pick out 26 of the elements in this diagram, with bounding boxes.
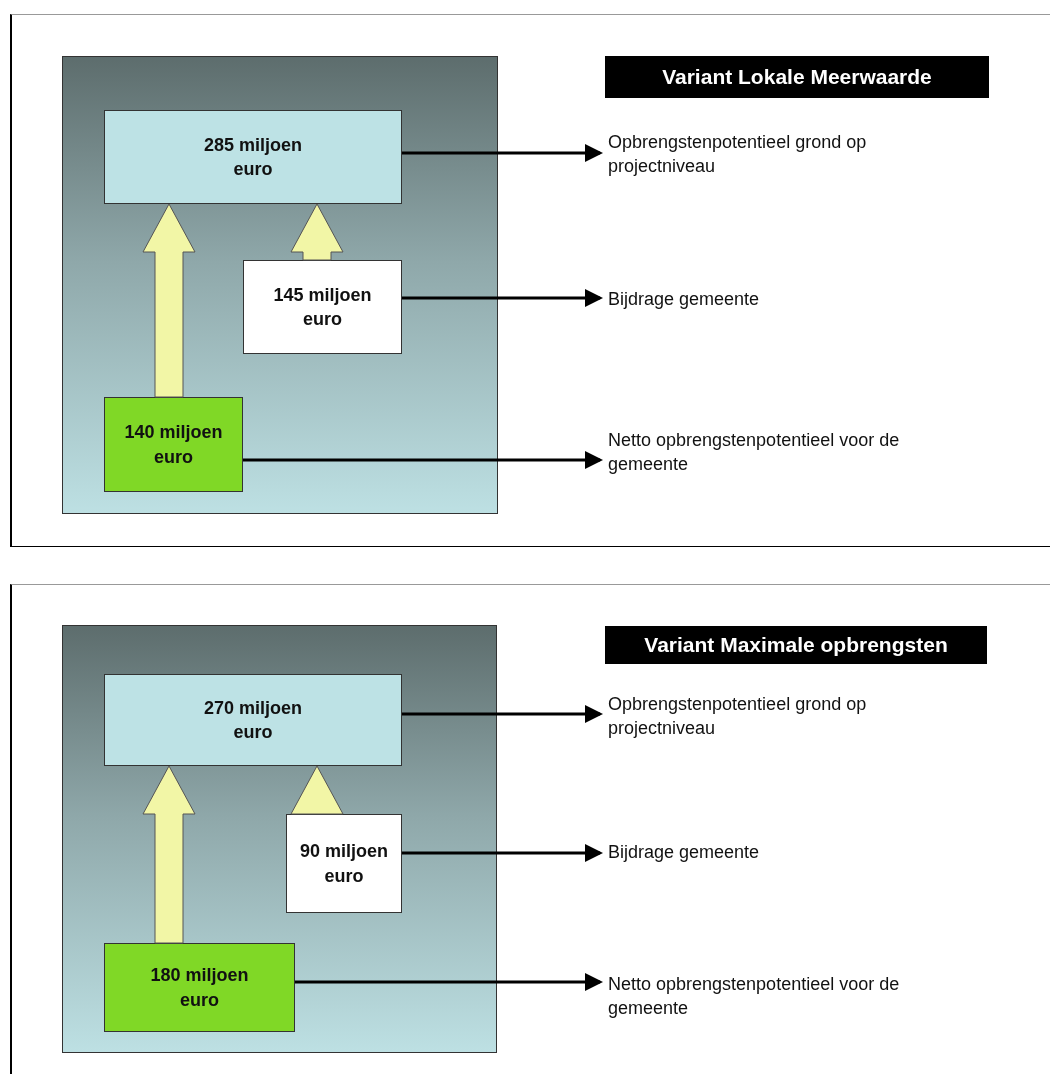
description-text: Opbrengstenpotentieel grond op projectniveau (608, 692, 868, 740)
value-box: 285 miljoen euro (104, 110, 402, 204)
value-box: 180 miljoen euro (104, 943, 295, 1032)
heading-bar: Variant Lokale Meerwaarde (605, 56, 989, 98)
arrow (402, 844, 603, 862)
value-box: 90 miljoen euro (286, 814, 402, 913)
value-box: 145 miljoen euro (243, 260, 402, 354)
arrow (402, 289, 603, 307)
description-text: Opbrengstenpotentieel grond op projectniveau (608, 130, 868, 178)
arrow (295, 973, 603, 991)
block-arrow (290, 765, 344, 815)
value-box: 270 miljoen euro (104, 674, 402, 766)
arrow (402, 144, 603, 162)
arrow (243, 451, 603, 469)
arrow (402, 705, 603, 723)
heading-bar: Variant Maximale opbrengsten (605, 626, 987, 664)
panel-background (62, 625, 497, 1053)
block-arrow (142, 765, 196, 944)
description-text: Netto opbrengstenpotentieel voor de gemeente (608, 972, 901, 1020)
description-text: Netto opbrengstenpotentieel voor de gemeente (608, 428, 901, 476)
block-arrow (290, 203, 344, 261)
block-arrow (142, 203, 196, 398)
description-text: Bijdrage gemeente (608, 840, 760, 864)
panel-background (62, 56, 498, 514)
description-text: Bijdrage gemeente (608, 287, 760, 311)
value-box: 140 miljoen euro (104, 397, 243, 492)
